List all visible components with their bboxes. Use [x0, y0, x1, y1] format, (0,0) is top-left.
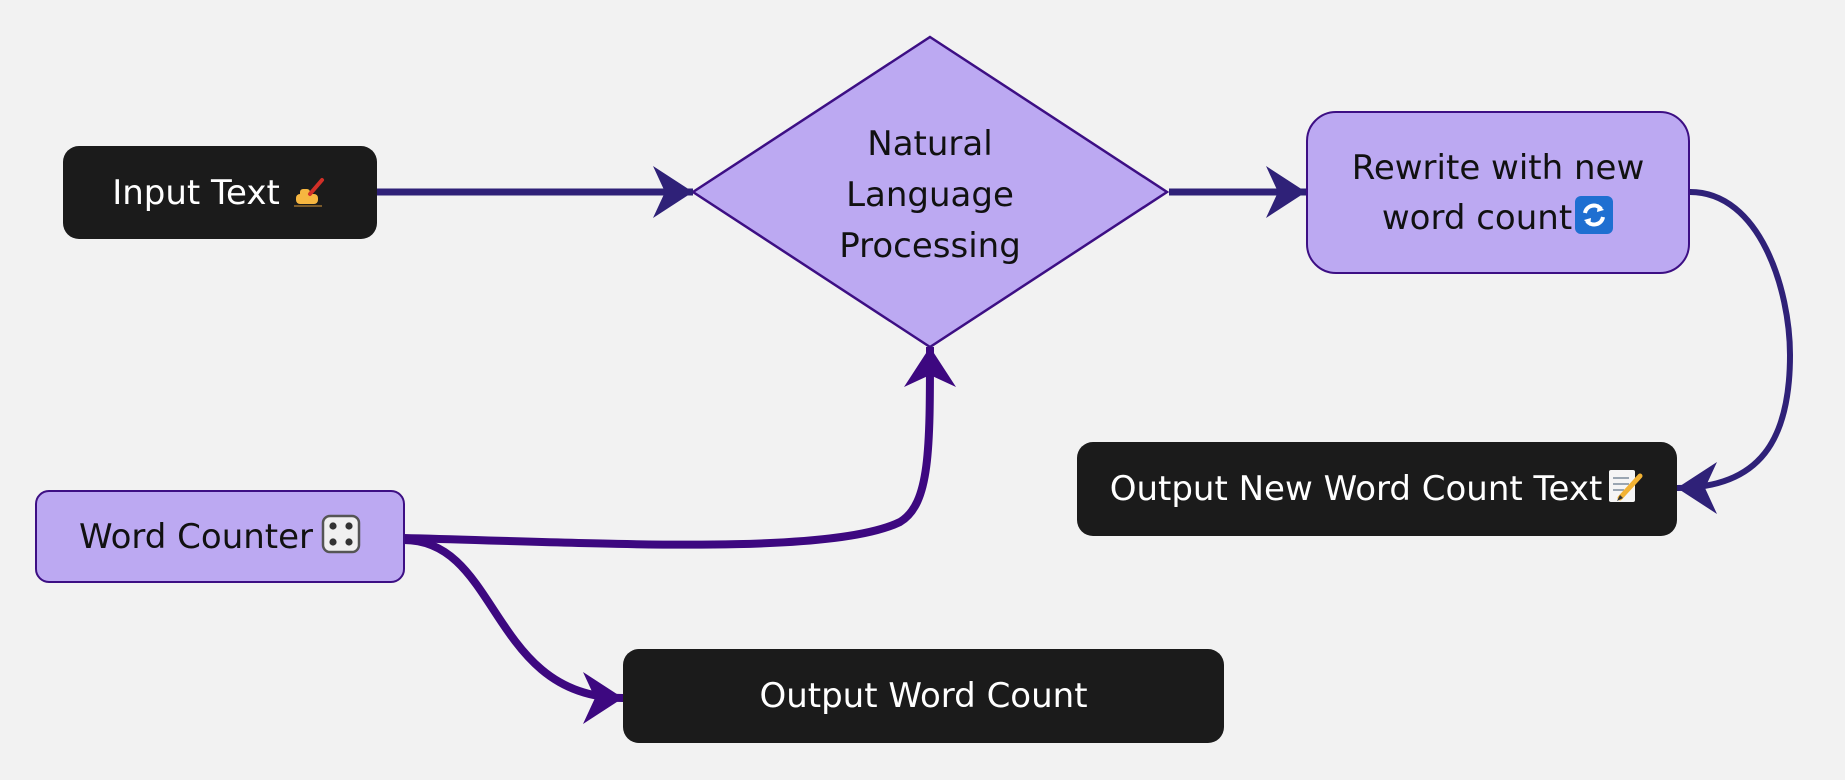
output-new-word-count-node[interactable]: Output New Word Count Text — [1077, 442, 1677, 536]
word-counter-node[interactable]: Word Counter — [35, 490, 405, 583]
nlp-label-line2: Language — [846, 175, 1014, 215]
refresh-icon — [1574, 195, 1614, 235]
nlp-label-line1: Natural — [867, 124, 992, 164]
rewrite-label-line2: word count — [1381, 197, 1573, 238]
output-word-count-node[interactable]: Output Word Count — [623, 649, 1224, 743]
edge-counter-to-nlp — [403, 346, 956, 549]
edge-rewrite-to-output-new — [1676, 189, 1794, 514]
die-icon — [321, 514, 361, 554]
rewrite-node[interactable]: Rewrite with new word count — [1306, 111, 1690, 274]
writing-hand-icon — [288, 170, 328, 210]
rewrite-label-line1: Rewrite with new — [1351, 147, 1645, 188]
input-text-label: Input Text — [112, 172, 280, 213]
nlp-label-line3: Processing — [839, 226, 1021, 266]
memo-icon — [1604, 466, 1644, 506]
input-text-node[interactable]: Input Text — [63, 146, 377, 239]
output-new-word-count-label: Output New Word Count Text — [1109, 469, 1603, 509]
word-counter-label: Word Counter — [78, 516, 314, 557]
output-word-count-label: Output Word Count — [759, 676, 1088, 716]
edge-counter-to-output-count — [403, 536, 624, 724]
